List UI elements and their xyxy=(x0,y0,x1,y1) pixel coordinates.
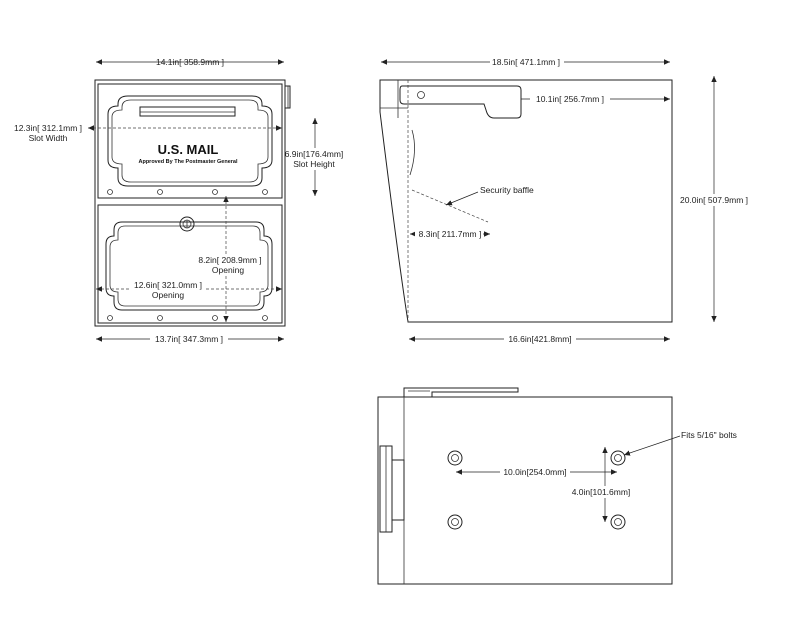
approved-text: Approved By The Postmaster General xyxy=(138,159,238,165)
lock-icon xyxy=(179,216,195,232)
front-view: U.S. MAIL Approved By The Postmaster Gen… xyxy=(12,57,346,345)
mail-slot xyxy=(139,106,236,117)
slot-height-label: Slot Height xyxy=(293,159,335,169)
side-view: 18.5in[ 471.1mm ] 10.1in[ 256.7mm ] Secu… xyxy=(379,56,752,345)
screw xyxy=(262,315,268,321)
overall-height-dimension: 20.0in[ 507.9mm ] xyxy=(680,195,748,205)
slot-width-label: Slot Width xyxy=(29,133,68,143)
lower-door xyxy=(97,204,283,324)
side-body-outline xyxy=(379,79,673,323)
security-baffle-line xyxy=(411,189,489,223)
screw xyxy=(212,189,218,195)
screw xyxy=(157,189,163,195)
opening-height-label: Opening xyxy=(212,265,244,275)
screw xyxy=(107,315,113,321)
screw xyxy=(157,315,163,321)
side-flag xyxy=(399,85,522,119)
bolt-hole xyxy=(610,514,626,530)
flag-length-dimension: 10.1in[ 256.7mm ] xyxy=(536,94,604,104)
front-outer-frame xyxy=(94,79,286,327)
bolts-note: Fits 5/16" bolts xyxy=(681,430,737,440)
slot-width-dimension: 12.3in[ 312.1mm ] xyxy=(14,123,82,133)
opening-height-dimension: 8.2in[ 208.9mm ] xyxy=(198,255,261,265)
us-mail-brand-text: U.S. MAIL xyxy=(158,142,219,157)
screw xyxy=(212,315,218,321)
bolt-hole xyxy=(610,450,626,466)
bolt-hole xyxy=(447,514,463,530)
bottom-outline xyxy=(377,396,673,585)
bolt-spacing-x-dimension: 10.0in[254.0mm] xyxy=(503,467,566,477)
opening-width-label: Opening xyxy=(152,290,184,300)
screw xyxy=(262,189,268,195)
security-baffle-label: Security baffle xyxy=(480,185,534,195)
screw xyxy=(107,189,113,195)
base-depth-dimension: 16.6in[421.8mm] xyxy=(508,334,571,344)
bolt-spacing-y-dimension: 4.0in[101.6mm] xyxy=(572,487,631,497)
lower-door-scalloped-panel xyxy=(105,221,273,311)
slot-height-dimension: 6.9in[176.4mm] xyxy=(285,149,344,159)
bolt-hole xyxy=(447,450,463,466)
flag-bracket xyxy=(284,85,291,109)
opening-width-dimension: 12.6in[ 321.0mm ] xyxy=(134,280,202,290)
upper-door xyxy=(97,83,283,199)
base-width-dimension: 13.7in[ 347.3mm ] xyxy=(155,334,223,344)
bottom-view: Fits 5/16" bolts 10.0in[254.0mm] 4.0in[1… xyxy=(377,387,737,585)
baffle-depth-dimension: 8.3in[ 211.7mm ] xyxy=(419,229,482,239)
overall-width-dimension: 14.1in[ 358.9mm ] xyxy=(156,57,224,67)
upper-door-scalloped-panel xyxy=(107,95,273,187)
overall-depth-dimension: 18.5in[ 471.1mm ] xyxy=(492,57,560,67)
